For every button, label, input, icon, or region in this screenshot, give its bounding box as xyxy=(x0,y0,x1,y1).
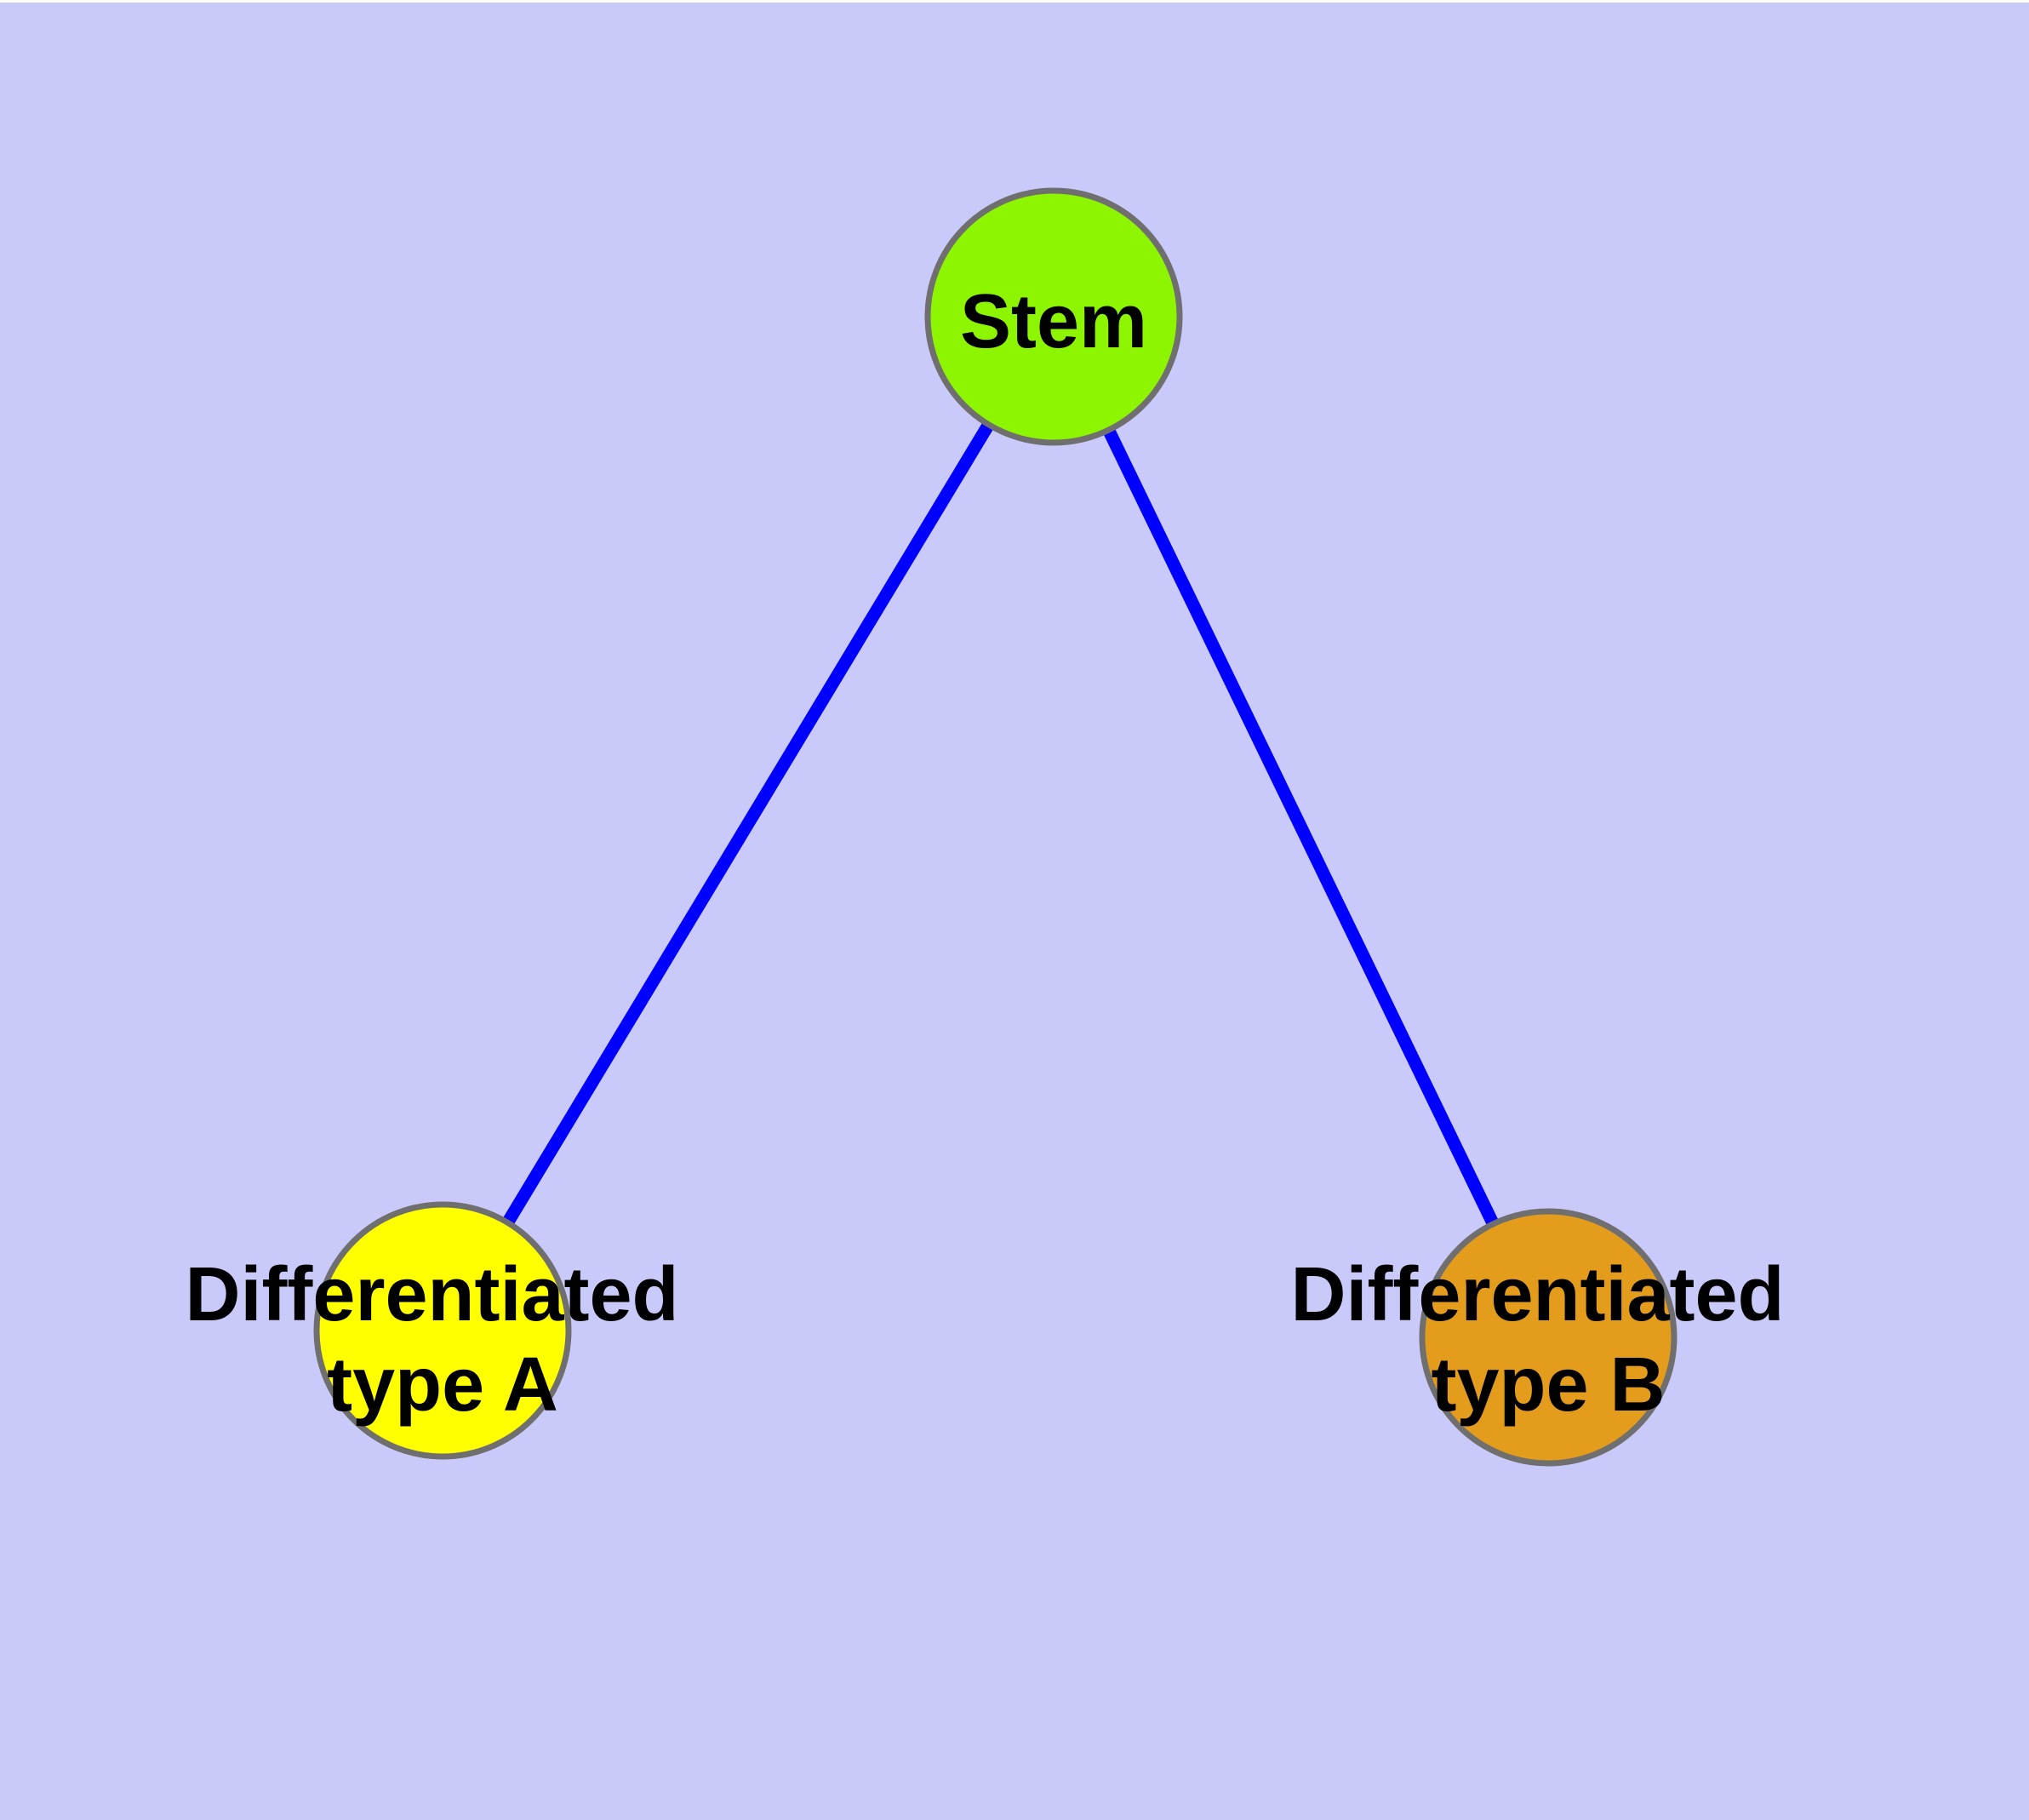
node-label-differentiated-type-b: Differentiated type B xyxy=(1290,1252,1805,1428)
node-differentiated-type-b xyxy=(1419,1208,1677,1467)
edge-stem-to-type-a xyxy=(437,313,1060,1334)
node-label-stem-line-1: Stem xyxy=(960,279,1147,364)
node-label-type-b-line-2: type B xyxy=(1431,1342,1665,1428)
node-label-differentiated-type-a: Differentiated type A xyxy=(185,1252,700,1428)
node-label-type-a-line-2: type A xyxy=(327,1342,558,1428)
node-label-type-b-line-1: Differentiated xyxy=(1290,1252,1784,1337)
node-stem xyxy=(924,187,1183,446)
top-border-strip xyxy=(0,0,2029,3)
node-label-stem: Stem xyxy=(960,279,1147,364)
node-label-type-a-line-1: Differentiated xyxy=(185,1252,678,1337)
edge-stem-to-type-b xyxy=(1048,313,1554,1341)
node-differentiated-type-a xyxy=(313,1201,572,1460)
